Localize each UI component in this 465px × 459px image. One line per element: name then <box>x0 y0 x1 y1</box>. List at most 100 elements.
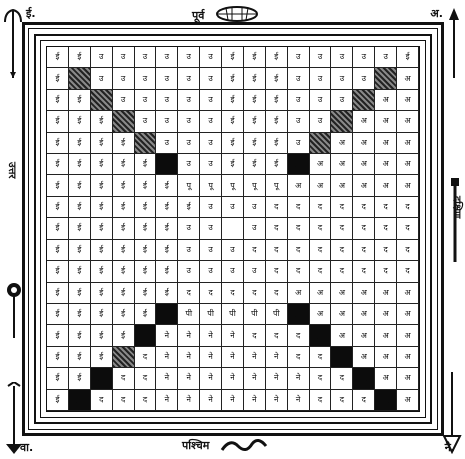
grid-cell: उ <box>156 68 178 89</box>
grid-cell: ई <box>47 261 69 282</box>
grid-cell: ▒ <box>69 68 91 89</box>
grid-cell: द <box>178 283 200 304</box>
grid-cell: द <box>135 368 157 389</box>
grid-cell: ई <box>113 175 135 196</box>
grid-cell: अ <box>331 304 353 325</box>
grid-cell: ने <box>244 390 266 411</box>
grid-cell: ▒ <box>310 133 332 154</box>
grid-cell: ई <box>266 111 288 132</box>
grid-cell: ई <box>113 133 135 154</box>
grid-cell: ■ <box>288 304 310 325</box>
grid-cell: अ <box>310 175 332 196</box>
grid-cell: ■ <box>91 368 113 389</box>
grid-cell: उ <box>156 133 178 154</box>
grid-cell: अ <box>397 325 419 346</box>
grid-cell: ने <box>156 347 178 368</box>
grid-cell: अ <box>375 325 397 346</box>
grid-cell: ने <box>156 390 178 411</box>
grid-cell: अ <box>375 347 397 368</box>
grid-cell: उ <box>135 111 157 132</box>
grid-cell: ई <box>266 154 288 175</box>
grid-cell: द <box>266 283 288 304</box>
noose-icon <box>441 372 463 454</box>
grid-cell: अ <box>331 325 353 346</box>
grid-cell: ई <box>69 347 91 368</box>
grid-cell: द <box>288 240 310 261</box>
grid-cell: द <box>310 390 332 411</box>
grid-cell: ई <box>266 47 288 68</box>
grid-cell: उ <box>200 90 222 111</box>
grid-cell: ई <box>113 261 135 282</box>
grid-cell: उ <box>222 240 244 261</box>
grid-cell: अ <box>375 90 397 111</box>
grid-cell: द <box>244 283 266 304</box>
grid-cell: अ <box>397 111 419 132</box>
grid-cell: ने <box>156 368 178 389</box>
grid-cell: उ <box>200 261 222 282</box>
grid-cell: उ <box>244 261 266 282</box>
grid-cell: ई <box>135 154 157 175</box>
grid-cell: ■ <box>135 325 157 346</box>
grid-cell: ई <box>113 283 135 304</box>
grid-cell: ई <box>91 154 113 175</box>
grid-cell: उ <box>353 68 375 89</box>
grid-cell: ई <box>113 304 135 325</box>
grid-cell: ने <box>266 347 288 368</box>
grid-cell: ▒ <box>91 90 113 111</box>
grid-cell: द <box>331 240 353 261</box>
grid-cell: ने <box>222 368 244 389</box>
grid-cell: उ <box>200 68 222 89</box>
grid-cell: ने <box>288 390 310 411</box>
grid-cell: ई <box>69 368 91 389</box>
grid-cell: ई <box>91 175 113 196</box>
grid-cell: अ <box>375 175 397 196</box>
grid-cell: उ <box>353 47 375 68</box>
grid-cell: ई <box>178 197 200 218</box>
grid-cell: ई <box>47 368 69 389</box>
grid-cell: ई <box>156 197 178 218</box>
grid-cell: उ <box>331 47 353 68</box>
grid-cell: द <box>353 261 375 282</box>
grid-cell: उ <box>331 68 353 89</box>
grid-cell: ई <box>222 111 244 132</box>
grid-cell: उ <box>222 261 244 282</box>
grid-cell: ई <box>47 133 69 154</box>
grid-cell: ने <box>178 325 200 346</box>
grid-cell: द <box>310 197 332 218</box>
grid-cell: अ <box>375 133 397 154</box>
grid-cell: अ <box>397 133 419 154</box>
grid-cell <box>222 218 244 239</box>
grid-cell: ई <box>47 325 69 346</box>
grid-cell: ई <box>135 304 157 325</box>
grid-cell: अ <box>397 368 419 389</box>
grid-cell: उ <box>244 197 266 218</box>
grid-cell: ई <box>397 47 419 68</box>
grid-cell: उ <box>310 111 332 132</box>
grid-cell: उ <box>156 90 178 111</box>
direction-label-north: उत्तर <box>4 162 18 178</box>
grid-cell: अ <box>397 68 419 89</box>
grid-cell: ■ <box>310 325 332 346</box>
grid-cell: ने <box>288 368 310 389</box>
grid-cell: अ <box>331 283 353 304</box>
grid-cell: ई <box>91 283 113 304</box>
grid-cell: ई <box>135 240 157 261</box>
grid-cell: ई <box>135 197 157 218</box>
grid-cell: ■ <box>69 390 91 411</box>
grid-cell: ने <box>156 325 178 346</box>
grid-cell: ई <box>222 154 244 175</box>
grid-cell: द <box>310 347 332 368</box>
grid-cell: अ <box>331 154 353 175</box>
grid-cell: ने <box>266 390 288 411</box>
grid-cell: उ <box>288 111 310 132</box>
grid-cell: अ <box>375 111 397 132</box>
grid-cell: उ <box>178 90 200 111</box>
grid-cell: उ <box>178 68 200 89</box>
grid-cell: द <box>113 368 135 389</box>
grid-cell: ने <box>178 347 200 368</box>
grid-cell: द <box>375 197 397 218</box>
grid-cell: द <box>288 261 310 282</box>
grid-cell: ई <box>156 218 178 239</box>
grid-cell: ई <box>69 133 91 154</box>
grid-cell: द <box>288 218 310 239</box>
